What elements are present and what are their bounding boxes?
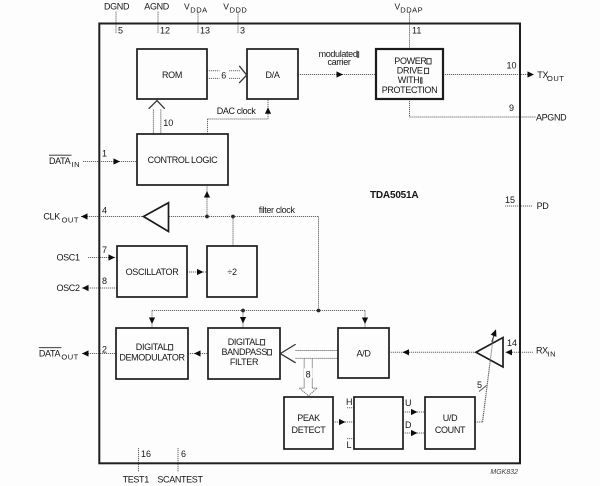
- svg-text:IN: IN: [72, 160, 81, 169]
- svg-text:V: V: [184, 2, 190, 12]
- svg-text:DGND: DGND: [104, 2, 130, 12]
- svg-text:3: 3: [240, 26, 245, 36]
- svg-text:5: 5: [118, 26, 123, 36]
- svg-text:14: 14: [507, 338, 517, 348]
- svg-text:8: 8: [102, 276, 107, 286]
- svg-text:9: 9: [509, 103, 514, 113]
- svg-text:carrier: carrier: [327, 57, 350, 67]
- svg-text:TX: TX: [537, 70, 548, 80]
- svg-text:DDAP: DDAP: [400, 6, 423, 15]
- svg-text:1: 1: [102, 149, 107, 159]
- svg-text:5: 5: [477, 380, 482, 390]
- svg-text:4: 4: [102, 206, 107, 216]
- svg-text:SCANTEST: SCANTEST: [157, 475, 203, 485]
- svg-text:CLK: CLK: [43, 212, 60, 222]
- svg-text:10: 10: [163, 118, 173, 128]
- svg-text:DEMODULATOR: DEMODULATOR: [119, 352, 185, 362]
- svg-text:DDD: DDD: [230, 6, 248, 15]
- svg-text:H: H: [346, 397, 353, 407]
- svg-text:PEAK: PEAK: [297, 413, 320, 423]
- svg-text:ROM: ROM: [162, 70, 182, 80]
- svg-text:WITH: WITH: [398, 75, 420, 85]
- svg-text:PD: PD: [537, 201, 550, 211]
- svg-text:16: 16: [141, 449, 151, 459]
- svg-text:DAC clock: DAC clock: [217, 106, 257, 116]
- svg-text:PROTECTION: PROTECTION: [382, 85, 438, 95]
- svg-text:15: 15: [505, 195, 515, 205]
- svg-text:8: 8: [306, 370, 311, 380]
- svg-text:APGND: APGND: [536, 112, 567, 122]
- svg-text:6: 6: [181, 449, 186, 459]
- svg-text:DATA: DATA: [39, 349, 61, 359]
- svg-text:D: D: [405, 420, 412, 430]
- svg-text:A/D: A/D: [357, 348, 372, 358]
- svg-text:10: 10: [506, 61, 516, 71]
- svg-text:÷2: ÷2: [227, 267, 237, 277]
- svg-text:CONTROL LOGIC: CONTROL LOGIC: [148, 155, 218, 165]
- svg-text:2: 2: [102, 345, 107, 355]
- svg-text:DETECT: DETECT: [292, 425, 327, 435]
- svg-text:DIGITAL: DIGITAL: [228, 337, 260, 347]
- svg-text:11: 11: [412, 26, 421, 36]
- svg-text:TEST1: TEST1: [123, 475, 150, 485]
- svg-text:6: 6: [221, 70, 226, 80]
- svg-text:COUNT: COUNT: [435, 425, 466, 435]
- svg-text:U: U: [405, 398, 412, 408]
- svg-text:V: V: [395, 2, 401, 12]
- svg-text:modulated: modulated: [319, 49, 358, 59]
- svg-text:L: L: [347, 440, 352, 450]
- svg-text:7: 7: [102, 245, 107, 255]
- svg-text:12: 12: [160, 26, 170, 36]
- svg-text:OUT: OUT: [61, 353, 78, 362]
- svg-text:MGK832: MGK832: [490, 469, 518, 476]
- svg-text:OUT: OUT: [62, 216, 79, 225]
- svg-text:13: 13: [200, 26, 210, 36]
- svg-text:DIGITAL: DIGITAL: [136, 342, 168, 352]
- svg-text:OSC1: OSC1: [57, 253, 80, 263]
- svg-text:TDA5051A: TDA5051A: [370, 190, 418, 201]
- svg-text:AGND: AGND: [144, 2, 169, 12]
- svg-text:filter clock: filter clock: [259, 205, 296, 215]
- svg-text:DATA: DATA: [49, 156, 71, 166]
- svg-text:FILTER: FILTER: [230, 357, 259, 367]
- svg-text:DRIVE: DRIVE: [397, 66, 423, 76]
- svg-text:IN: IN: [548, 350, 557, 359]
- svg-text:DDA: DDA: [190, 6, 207, 15]
- svg-text:RX: RX: [536, 346, 548, 356]
- svg-text:OSC2: OSC2: [57, 283, 80, 293]
- svg-text:U/D: U/D: [443, 413, 458, 423]
- svg-text:BANDPASS: BANDPASS: [222, 347, 268, 357]
- svg-text:V: V: [223, 2, 229, 12]
- svg-text:POWER: POWER: [394, 56, 427, 66]
- svg-text:OSCILLATOR: OSCILLATOR: [126, 267, 180, 277]
- svg-text:OUT: OUT: [547, 74, 564, 83]
- svg-text:D/A: D/A: [266, 70, 280, 80]
